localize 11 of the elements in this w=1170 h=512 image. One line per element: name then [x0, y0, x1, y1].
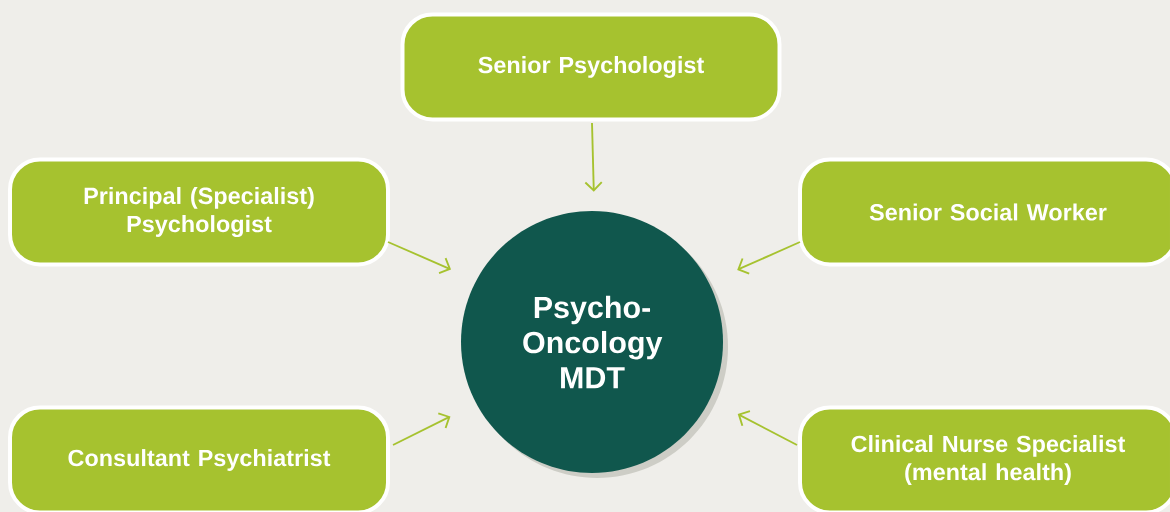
role-box: Senior Social Worker	[798, 157, 1170, 267]
arrow	[737, 241, 801, 275]
role-box: Clinical Nurse Specialist (mental health)	[798, 405, 1170, 512]
arrow	[392, 412, 451, 446]
arrow	[584, 122, 603, 192]
arrow	[387, 241, 452, 275]
role-box: Principal (Specialist) Psychologist	[8, 157, 390, 267]
arrow	[737, 410, 798, 446]
role-box: Consultant Psychiatrist	[8, 405, 390, 512]
circle-node: Psycho-Oncology MDT	[461, 211, 728, 478]
role-box: Senior Psychologist	[400, 12, 782, 122]
